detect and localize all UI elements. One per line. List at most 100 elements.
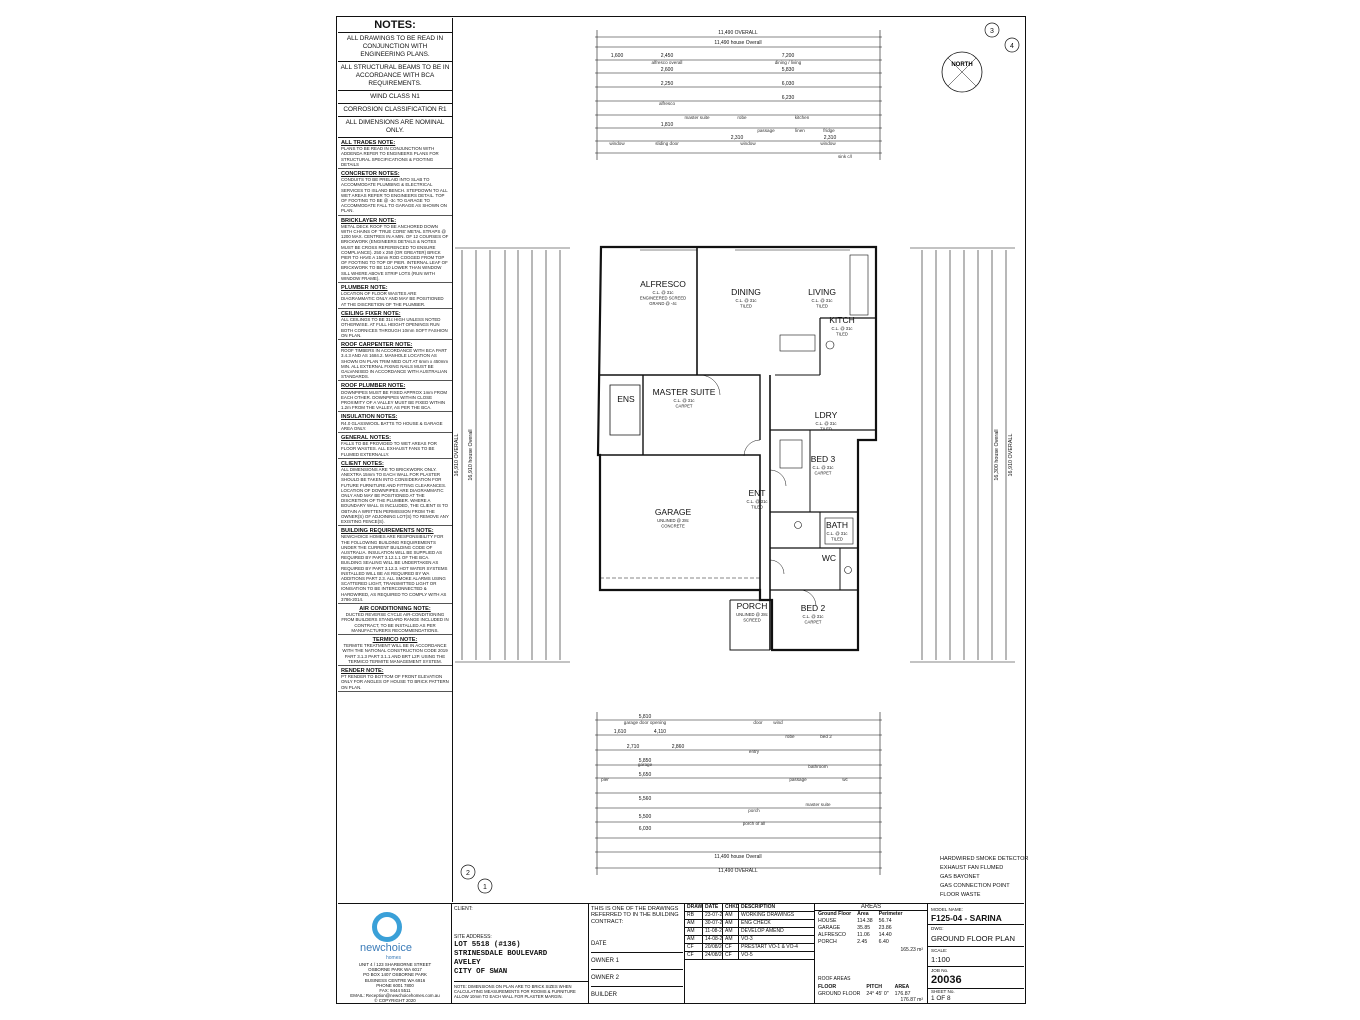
revision-cell: CF (723, 944, 739, 951)
revision-cell: VO-3 (739, 936, 815, 943)
revision-cell: AM (685, 920, 703, 927)
legend-floor-waste: FLOOR WASTE (940, 892, 981, 898)
note-section: TERMICO NOTE:TERMITE TREATMENT WILL BE I… (338, 635, 452, 667)
site-address-line: CITY OF SWAN (454, 968, 508, 976)
sheet-label: SHEET No. (931, 989, 955, 994)
note-section-title: RENDER NOTE: (341, 668, 384, 675)
note-section-body: TERMITE TREATMENT WILL BE IN ACCORDANCE … (342, 643, 448, 664)
legend-smoke-detector: HARDWIRED SMOKE DETECTOR (940, 856, 1029, 862)
contract-text: THIS IS ONE OF THE DRAWINGS REFERRED TO … (591, 906, 679, 925)
area-cell: 2.45 (857, 939, 868, 945)
note-section: ROOF CARPENTER NOTE:ROOF TIMBERS IN ACCO… (338, 340, 452, 382)
area-cell: AREA (894, 984, 910, 990)
general-note: ALL DIMENSIONS ARE NOMINAL ONLY. (338, 117, 452, 138)
note-section-title: ROOF CARPENTER NOTE: (341, 341, 413, 348)
note-section: INSULATION NOTES:R4.0 GLASSWOOL BATTS TO… (338, 412, 452, 433)
sheet-number: 1 OF 8 (931, 995, 951, 1002)
area-cell: GROUND FLOOR (818, 991, 861, 997)
job-number: 20036 (931, 974, 962, 986)
area-cell: 11.06 (857, 932, 870, 938)
legend-gas-bayonet: GAS BAYONET (940, 874, 980, 880)
address-line: EMAIL: Reception@newchoicehomes.com.au (350, 993, 440, 999)
note-section-body: METAL DECK ROOF TO BE ANCHORED DOWN WITH… (341, 223, 449, 281)
contract-field: OWNER 1 (591, 953, 683, 970)
revision-cell: AM (723, 920, 739, 927)
area-cell: Perimeter (878, 911, 903, 917)
note-section: PLUMBER NOTE:LOCATION OF FLOOR WASTES AR… (338, 283, 452, 309)
revision-cell: AM (685, 936, 703, 943)
revision-cell: 23-07-20 (705, 912, 723, 919)
note-section: ROOF PLUMBER NOTE:DOWNPIPES MUST BE FIXE… (338, 381, 452, 413)
area-cell: FLOOR (818, 984, 837, 990)
notes-heading: NOTES: (338, 18, 452, 33)
address-line: BUSINESS CENTRE WA 6916 (364, 977, 426, 983)
company-name: newchoice (360, 942, 412, 954)
note-section-body: DUCTED REVERSE CYCLE AIR-CONDITIONING FR… (341, 612, 449, 633)
revisions-cell: DRAWNDATECHKDDESCRIPTIONRB23-07-20AMWORK… (685, 904, 815, 1003)
areas-total: 165.23 m² (900, 947, 923, 953)
client-label: CLIENT: (454, 906, 473, 912)
scale-label: SCALE: (931, 948, 948, 953)
note-section-title: INSULATION NOTES: (341, 414, 398, 421)
revision-cell: CF (685, 952, 703, 959)
note-section: ALL TRADES NOTE:PLANS TO BE READ IN CONJ… (338, 138, 452, 170)
revision-cell: DEVELOP AMEND (739, 928, 815, 935)
job-label: JOB No. (931, 968, 949, 973)
area-row: FLOOR PITCH AREA (815, 984, 913, 991)
note-section-title: CEILING FIXER NOTE: (341, 310, 401, 317)
general-note: WIND CLASS N1 (338, 91, 452, 104)
revision-cell: VO-5 (739, 952, 815, 959)
revision-cell: AM (723, 912, 739, 919)
general-note: ALL DRAWINGS TO BE READ IN CONJUNCTION W… (338, 33, 452, 62)
areas-title: AREAS (815, 904, 927, 911)
area-cell: 56.74 (878, 918, 892, 924)
note-section: BRICKLAYER NOTE:METAL DECK ROOF TO BE AN… (338, 216, 452, 284)
revision-cell: AM (685, 928, 703, 935)
dwg-name: GROUND FLOOR PLAN (931, 934, 1015, 943)
revision-cell: 11-08-20 (705, 928, 723, 935)
area-cell: PORCH (818, 939, 837, 945)
contract-field: OWNER 2 (591, 970, 683, 987)
area-cell: PITCH (866, 984, 882, 990)
revision-cell: ENG CHECK (739, 920, 815, 927)
note-section: AIR CONDITIONING NOTE:DUCTED REVERSE CYC… (338, 604, 452, 636)
note-section-body: PT RENDER TO BOTTOM OF FRONT ELEVATION O… (341, 674, 449, 690)
note-section-body: ALL CEILINGS TO BE 31c HIGH UNLESS NOTED… (341, 317, 448, 338)
contract-field: DATE (591, 936, 683, 953)
address-line: © COPYRIGHT 2020 (374, 998, 416, 1004)
revision-cell: DRAWN (687, 904, 703, 911)
note-section: CEILING FIXER NOTE:ALL CEILINGS TO BE 31… (338, 309, 452, 340)
note-section-body: ROOF TIMBERS IN ACCORDANCE WITH BCA PART… (341, 348, 449, 380)
note-section-title: CLIENT NOTES: (341, 460, 384, 467)
revision-cell: WORKING DRAWINGS (739, 912, 815, 919)
site-address-line: STRINESDALE BOULEVARD (454, 950, 548, 958)
general-note: ALL STRUCTURAL BEAMS TO BE IN ACCORDANCE… (338, 62, 452, 91)
site-address-line: AVELEY (454, 959, 481, 967)
note-section-body: DOWNPIPES MUST BE FIXED APPROX 1mm FROM … (341, 389, 448, 411)
roof-areas-title: ROOF AREAS (818, 976, 851, 982)
area-cell: 6.40 (878, 939, 889, 945)
area-cell: 23.86 (878, 925, 892, 931)
note-section-title: ROOF PLUMBER NOTE: (341, 383, 406, 390)
note-section-title: ALL TRADES NOTE: (341, 140, 396, 146)
revision-row: DRAWNDATECHKDDESCRIPTION (685, 904, 815, 912)
company-logo-icon (372, 912, 402, 942)
revision-cell: 30-07-20 (705, 920, 723, 927)
revision-cell: DESCRIPTION (739, 904, 815, 911)
revision-cell: PRESTART VO-1 & VO-4 (739, 944, 815, 951)
scale-value: 1:100 (931, 955, 951, 964)
contract-cell: THIS IS ONE OF THE DRAWINGS REFERRED TO … (589, 904, 685, 1004)
general-note: CORROSION CLASSIFICATION R1 (338, 104, 452, 117)
note-section-title: GENERAL NOTES: (341, 434, 391, 441)
legend-exhaust-fan: EXHAUST FAN FLUMED (940, 865, 1004, 871)
note-section-title: BRICKLAYER NOTE: (341, 217, 397, 224)
note-section-title: CONCRETOR NOTES: (341, 171, 400, 178)
note-section-title: BUILDING REQUIREMENTS NOTE: (341, 528, 434, 535)
